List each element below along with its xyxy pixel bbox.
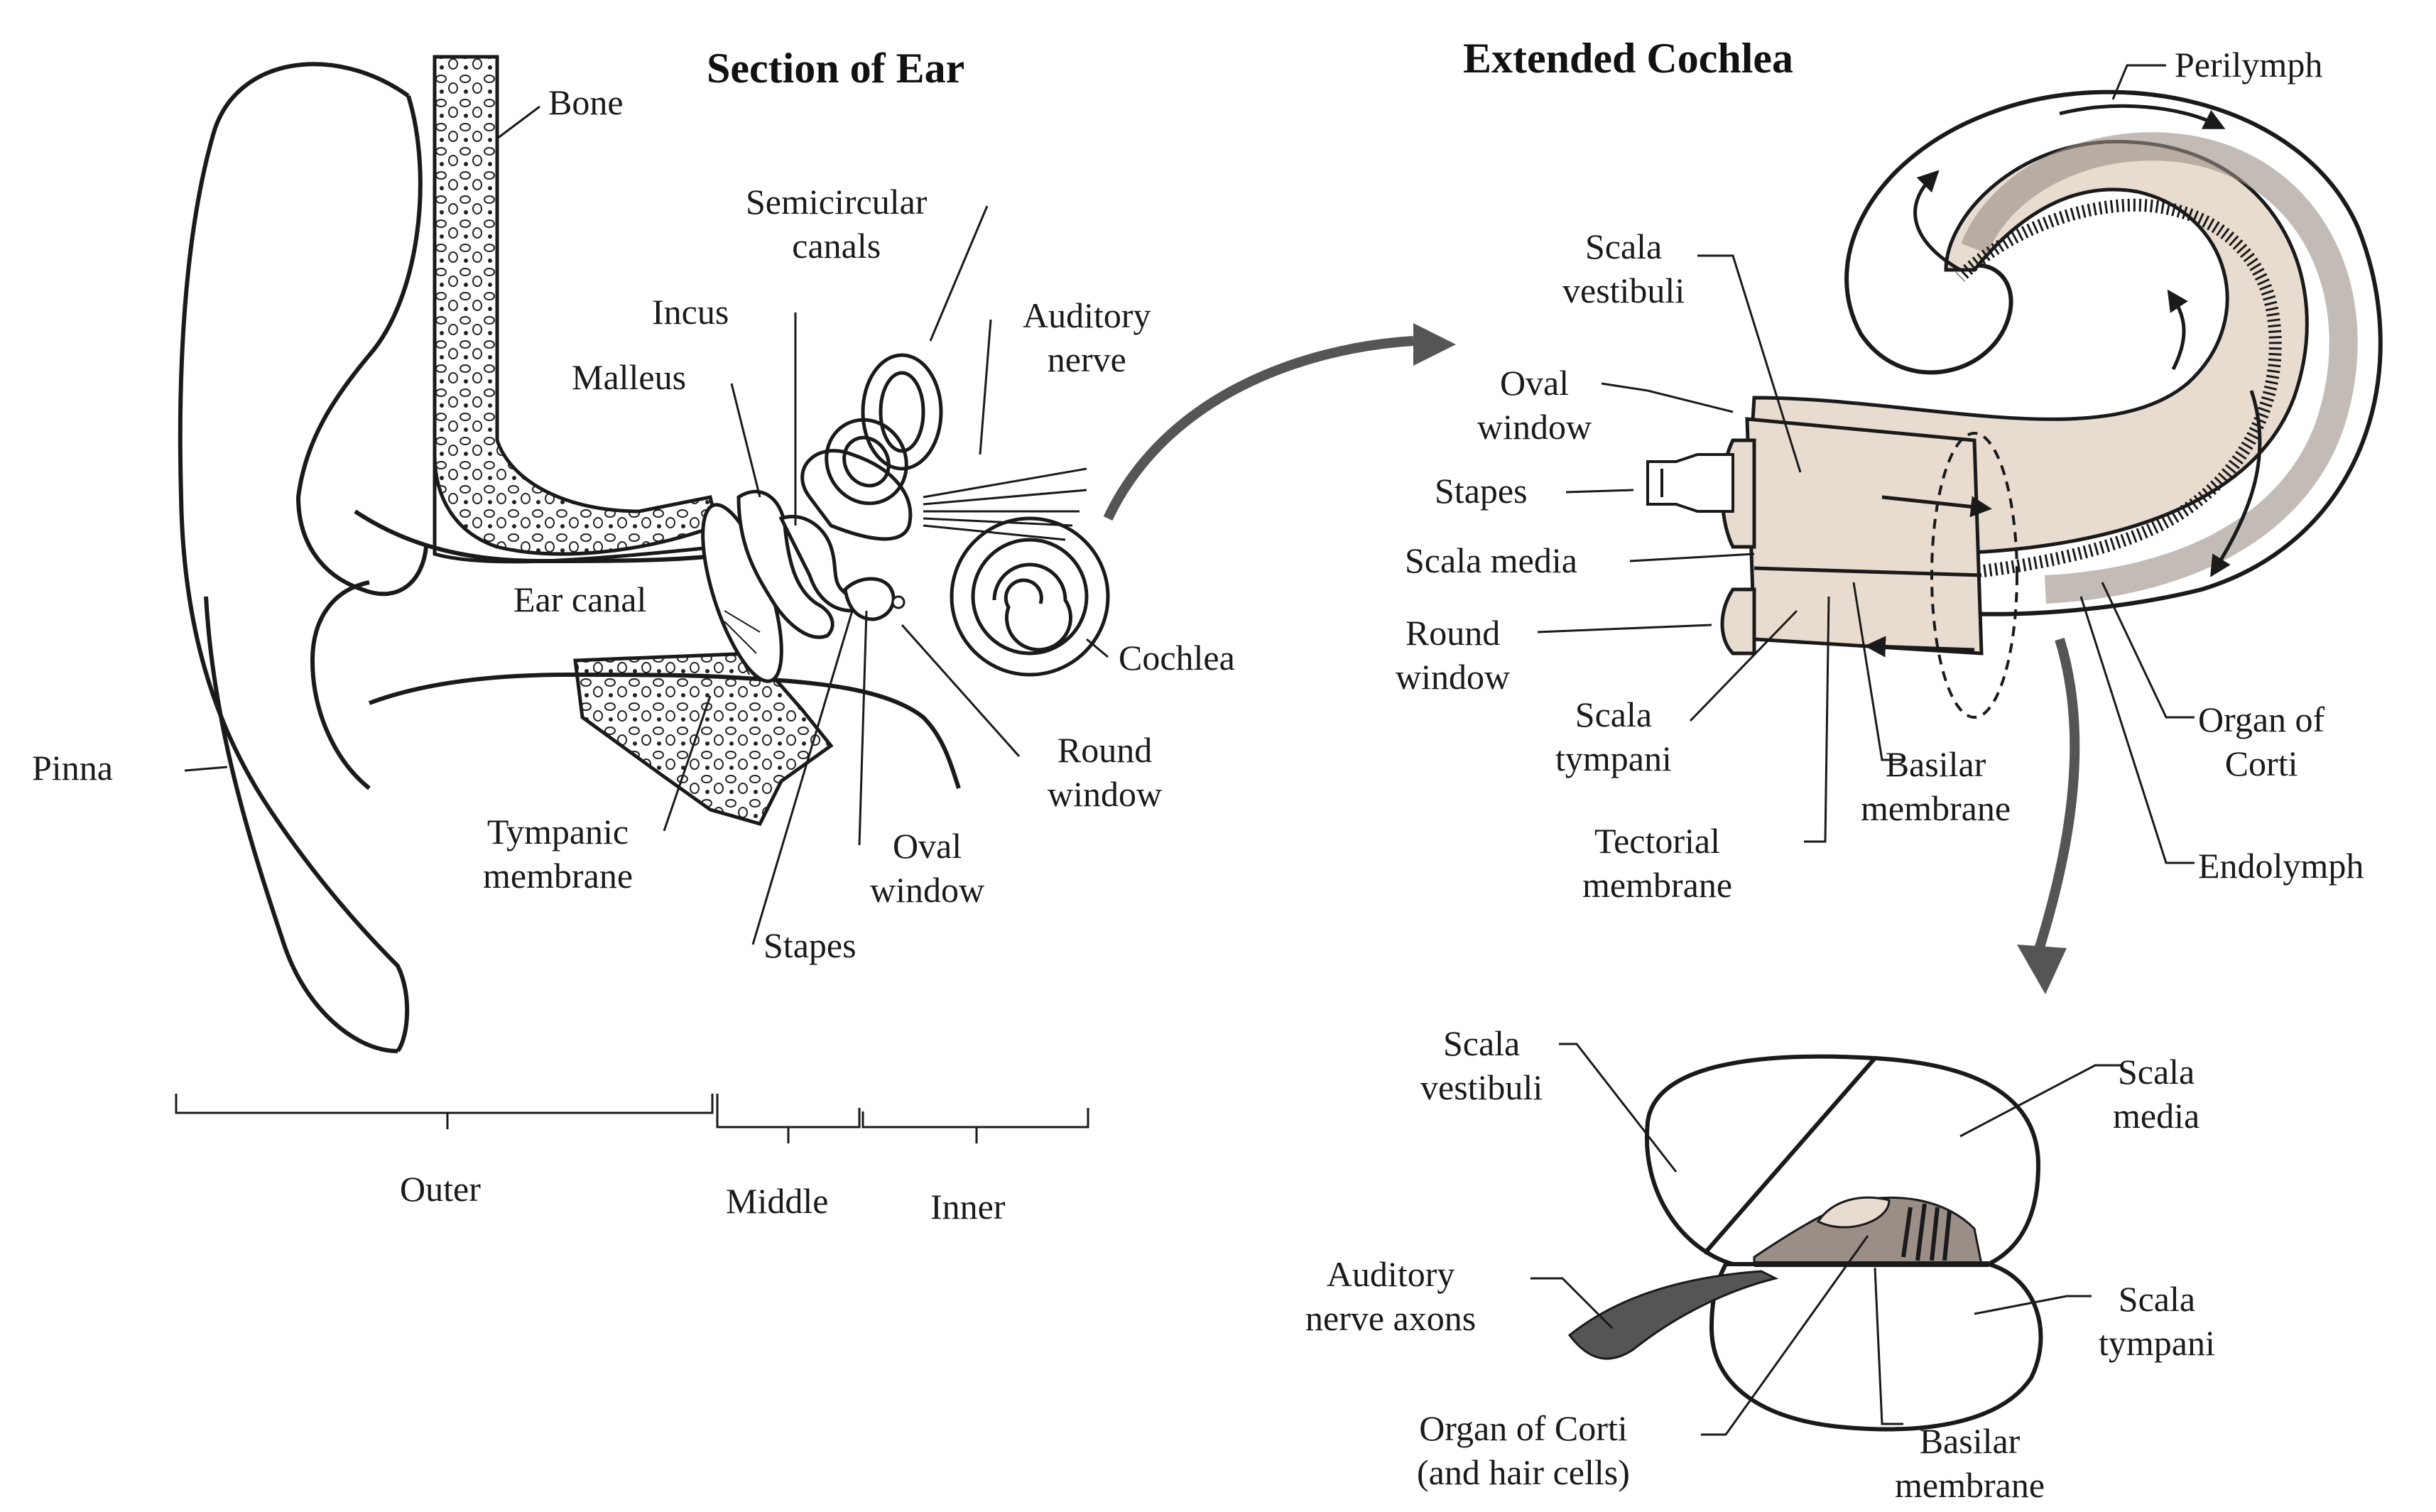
cochlea-spiral (950, 516, 1110, 677)
label-incus: Incus (652, 292, 729, 332)
bone-tissue (433, 55, 719, 556)
label-perilymph: Perilymph (2175, 45, 2323, 85)
round-window-dot (891, 595, 906, 609)
label-cochlea-scala-tympani: Scala tympani (1555, 695, 1672, 778)
cross-section-lower (1709, 1262, 2043, 1432)
tectorial-membrane-cross (1816, 1196, 1891, 1229)
section-marker (1930, 432, 2018, 719)
label-cross-scala-vestibuli: Scala vestibuli (1420, 1023, 1543, 1107)
arrow-to-cross-section-head (2017, 945, 2067, 994)
label-oval-window: Oval window (870, 826, 985, 910)
flow-arrows (1864, 104, 2262, 658)
arrow-to-cross-section (2033, 637, 2080, 954)
section-of-ear-title: Section of Ear (707, 45, 965, 92)
label-cochlea: Cochlea (1119, 638, 1235, 678)
label-cross-scala-tympani: Scala tympani (2099, 1279, 2215, 1363)
ear-leader-lines (184, 105, 1109, 945)
arrow-to-cochlea (1103, 336, 1414, 521)
ossicles (736, 489, 896, 639)
label-cross-auditory-nerve-axons: Auditory nerve axons (1305, 1254, 1477, 1338)
label-bone: Bone (548, 82, 624, 122)
label-semicircular-canals: Semicircular canals (746, 182, 928, 266)
hair-cells (1901, 1203, 1952, 1261)
label-auditory-nerve: Auditory nerve (1023, 295, 1151, 379)
label-round-window: Round window (1048, 730, 1163, 814)
perilymph-band (1961, 132, 2358, 604)
label-cochlea-basilar-membrane: Basilar membrane (1861, 744, 2011, 828)
tympanic-striations (724, 610, 761, 675)
extended-cochlea-title: Extended Cochlea (1463, 35, 1793, 82)
label-malleus: Malleus (572, 357, 687, 397)
label-ear-canal: Ear canal (513, 580, 647, 619)
arrow-to-cochlea-head (1413, 323, 1456, 366)
temporal-bone (573, 651, 834, 826)
semicircular-canals-shape (800, 353, 943, 541)
label-stapes: Stapes (763, 925, 857, 965)
pinna-shape (178, 62, 428, 1053)
label-endolymph: Endolymph (2198, 846, 2364, 886)
cross-leader-lines (1530, 1043, 2124, 1436)
label-cochlea-scala-vestibuli: Scala vestibuli (1562, 227, 1685, 310)
label-cross-basilar-membrane: Basilar membrane (1895, 1421, 2045, 1505)
label-cochlea-scala-media: Scala media (1405, 540, 1577, 580)
label-tectorial-membrane: Tectorial membrane (1582, 821, 1733, 905)
label-region-middle: Middle (726, 1181, 829, 1221)
label-cross-scala-media: Scala media (2113, 1052, 2200, 1136)
label-region-outer: Outer (400, 1169, 481, 1209)
label-tympanic-membrane: Tympanic membrane (483, 812, 634, 896)
label-cochlea-stapes: Stapes (1435, 471, 1528, 511)
label-cochlea-round-window: Round window (1396, 613, 1511, 697)
cochlea-leader-lines (1537, 64, 2195, 864)
cross-section (1567, 1054, 2043, 1432)
auditory-nerve-shape (923, 467, 1087, 541)
reissner-membrane (1702, 1057, 1877, 1255)
cochlea-base (1720, 417, 1984, 656)
label-cochlea-oval-window: Oval window (1477, 363, 1592, 447)
label-cross-organ-of-corti: Organ of Corti (and hair cells) (1417, 1408, 1630, 1492)
label-region-inner: Inner (930, 1187, 1006, 1227)
region-brackets (175, 1094, 1089, 1143)
stapes-small (1646, 453, 1734, 513)
label-cochlea-organ-of-corti: Organ of Corti (2198, 700, 2325, 783)
cochlea-outer-band (1745, 89, 2383, 616)
ear-canal-walls (354, 509, 961, 789)
auditory-nerve-axons-shape (1567, 1270, 1779, 1360)
label-pinna: Pinna (32, 748, 113, 788)
